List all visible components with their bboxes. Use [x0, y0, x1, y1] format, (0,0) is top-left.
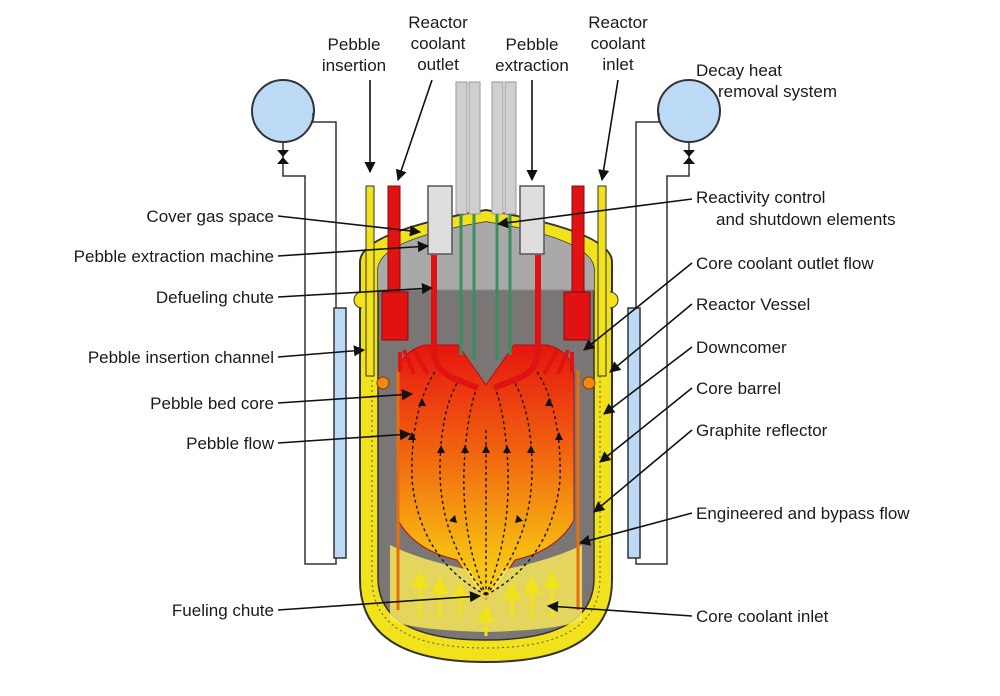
- label-pebble-insertion-channel: Pebble insertion channel: [88, 348, 274, 367]
- label-reactor-coolant-inlet-1: Reactor: [588, 13, 648, 32]
- defueling-chute-left: [431, 255, 480, 391]
- label-cover-gas-space: Cover gas space: [146, 207, 274, 226]
- label-reactor-coolant-outlet-2: coolant: [411, 34, 466, 53]
- left-leader-arrows: [277, 215, 482, 611]
- pebble-insertion-channels: [365, 185, 607, 377]
- label-pebble-extraction-2: extraction: [495, 56, 569, 75]
- inlet-plenum: [390, 545, 582, 632]
- dhrs-tank-right: [657, 79, 721, 143]
- label-reactor-vessel: Reactor Vessel: [696, 295, 810, 314]
- label-graphite-reflector: Graphite reflector: [696, 421, 828, 440]
- bypass-flow-lines: [396, 370, 580, 610]
- valve-icon: [277, 150, 289, 164]
- dhrs-exchanger-left: [333, 307, 347, 559]
- label-reactivity-control-2: and shutdown elements: [716, 210, 896, 229]
- label-decay-heat-2: removal system: [718, 82, 837, 101]
- label-decay-heat-1: Decay heat: [696, 61, 782, 80]
- top-labels: Pebble insertion Reactor coolant outlet …: [322, 13, 837, 101]
- label-core-coolant-inlet: Core coolant inlet: [696, 607, 829, 626]
- label-core-barrel: Core barrel: [696, 379, 781, 398]
- label-core-coolant-outlet-flow: Core coolant outlet flow: [696, 254, 874, 273]
- pebble-flow-arrows: [408, 398, 563, 523]
- label-pebble-bed-core: Pebble bed core: [150, 394, 274, 413]
- valve-icon: [683, 150, 695, 164]
- dhrs-tank-left: [251, 79, 315, 143]
- right-leader-arrows: [496, 198, 693, 617]
- right-labels: Reactivity control and shutdown elements…: [696, 188, 910, 626]
- control-rod-housings: [455, 81, 517, 215]
- label-defueling-chute: Defueling chute: [156, 288, 274, 307]
- label-pebble-extraction-machine: Pebble extraction machine: [74, 247, 274, 266]
- dhrs-exchanger-right: [627, 307, 641, 559]
- defueling-chute-right: [492, 255, 541, 391]
- label-downcomer: Downcomer: [696, 338, 787, 357]
- reactivity-control-elements: [459, 214, 512, 360]
- label-reactivity-control-1: Reactivity control: [696, 188, 825, 207]
- label-pebble-flow: Pebble flow: [186, 434, 275, 453]
- label-reactor-coolant-inlet-2: coolant: [591, 34, 646, 53]
- label-pebble-extraction-1: Pebble: [506, 35, 559, 54]
- label-pebble-insertion-2: insertion: [322, 56, 386, 75]
- label-engineered-bypass-flow: Engineered and bypass flow: [696, 504, 910, 523]
- decay-heat-removal-left: [251, 79, 347, 565]
- top-leader-arrows: [364, 79, 619, 182]
- label-reactor-coolant-outlet-1: Reactor: [408, 13, 468, 32]
- label-reactor-coolant-outlet-3: outlet: [417, 55, 459, 74]
- flow-element-icon: [582, 376, 596, 390]
- flow-element-icon: [376, 376, 390, 390]
- outlet-ducts: [381, 185, 591, 341]
- label-fueling-chute: Fueling chute: [172, 601, 274, 620]
- outlet-flow-arrows: [398, 348, 574, 376]
- label-reactor-coolant-inlet-3: inlet: [602, 55, 633, 74]
- label-pebble-insertion-1: Pebble: [328, 35, 381, 54]
- left-labels: Cover gas space Pebble extraction machin…: [74, 207, 275, 620]
- decay-heat-removal-right: [627, 79, 721, 565]
